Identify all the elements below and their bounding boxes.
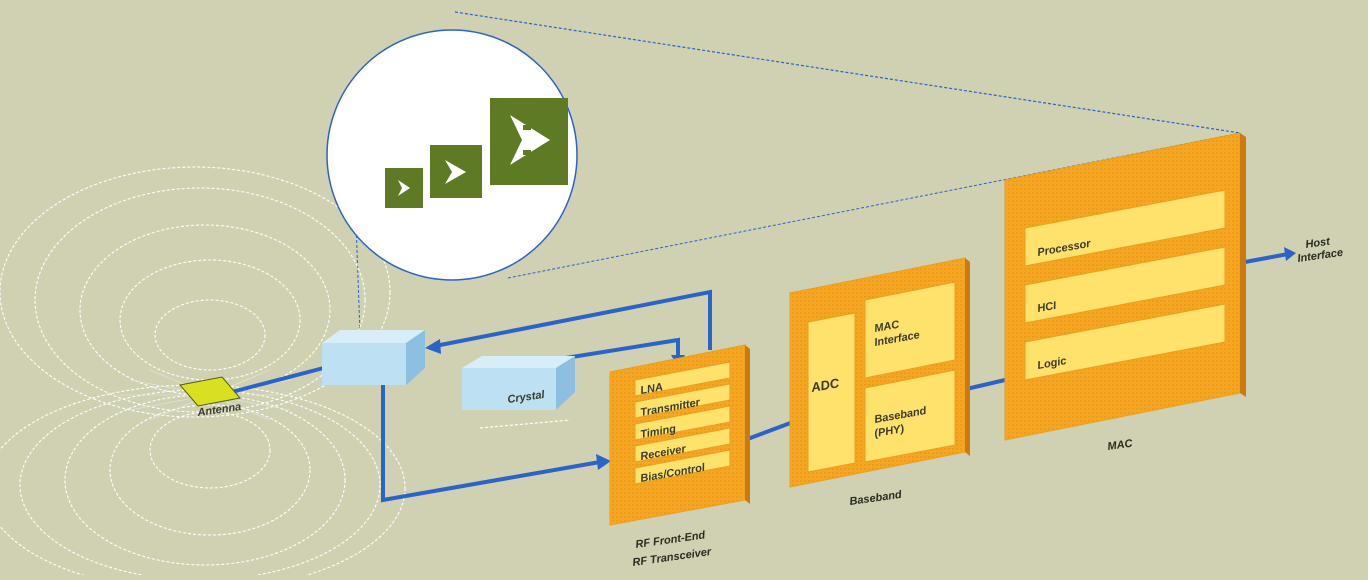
baseband-phy-box — [864, 369, 956, 463]
mac-caption: MAC — [1107, 437, 1135, 453]
arrow-to-rf-icon — [596, 454, 611, 470]
host-line1: Host — [1305, 235, 1332, 250]
host-interface: Host Interface — [1297, 235, 1344, 264]
rf-row-0: LNA — [639, 381, 663, 397]
arrow-to-switch-icon — [425, 339, 441, 354]
mac-row-box-0 — [1024, 189, 1226, 267]
rf-frontend-rows: LNA Transmitter Timing Receiver Bias/Con… — [634, 361, 731, 485]
switch-chip — [322, 330, 425, 385]
antenna: Antenna — [179, 376, 242, 419]
adc-box — [807, 312, 856, 473]
mac-row-box-1 — [1024, 246, 1226, 324]
arrow-to-host-icon — [1284, 247, 1296, 261]
zoom-line-top — [454, 11, 1241, 134]
mac-row-box-2 — [1024, 303, 1226, 381]
mac-interface-box — [864, 281, 956, 379]
adc-label: ADC — [809, 375, 841, 395]
mac-row-1: HCI — [1036, 300, 1058, 315]
baseband-caption: Baseband — [849, 489, 903, 508]
baseband-phy-line2: (PHY) — [873, 423, 905, 440]
mac-interface-line1: MAC — [873, 319, 901, 335]
baseband-block: ADC MAC Interface Baseband (PHY) Baseban… — [789, 257, 970, 508]
antenna-field-lines — [0, 166, 406, 580]
zoom-line-left — [354, 194, 361, 334]
host-line2: Interface — [1297, 247, 1344, 265]
freescale-logo-icon — [385, 98, 568, 208]
mac-block: Processor HCI Logic MAC — [1004, 132, 1246, 453]
rf-frontend-block: LNA Transmitter Timing Receiver Bias/Con… — [609, 344, 750, 569]
crystal-label: Crystal — [507, 389, 547, 406]
crystal-shadow-line — [479, 419, 571, 429]
mac-row-2: Logic — [1036, 355, 1067, 372]
crystal-chip: Crystal — [462, 356, 575, 410]
